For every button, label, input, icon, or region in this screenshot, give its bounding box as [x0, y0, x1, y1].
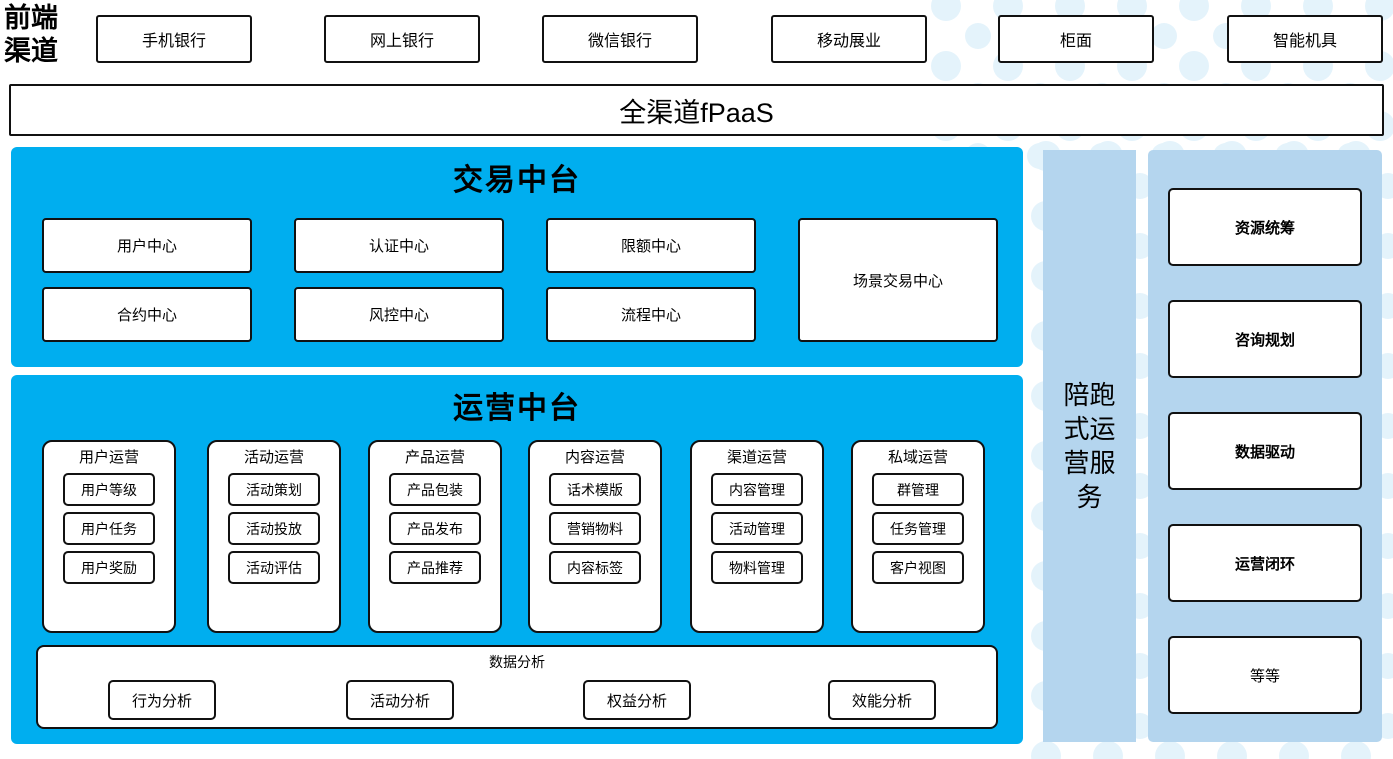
- data-analysis-section: 数据分析 行为分析 活动分析 权益分析 效能分析: [36, 645, 998, 729]
- ops-item-6-2[interactable]: 任务管理: [872, 512, 964, 545]
- capability-box-1[interactable]: 资源统筹: [1168, 188, 1362, 266]
- data-analysis-item-3[interactable]: 权益分析: [583, 680, 691, 720]
- ops-column-title: 渠道运营: [726, 449, 787, 466]
- ops-item-2-2[interactable]: 活动投放: [228, 512, 320, 545]
- ops-item-2-1[interactable]: 活动策划: [228, 473, 320, 506]
- channel-box-4[interactable]: 移动展业: [771, 15, 927, 63]
- channel-box-2[interactable]: 网上银行: [324, 15, 480, 63]
- ops-item-1-2[interactable]: 用户任务: [63, 512, 155, 545]
- channel-label-line1: 前端: [4, 3, 58, 33]
- ops-item-1-3[interactable]: 用户奖励: [63, 551, 155, 584]
- trade-platform-title: 交易中台: [453, 164, 581, 197]
- ops-column-2: 活动运营活动策划活动投放活动评估: [207, 440, 341, 633]
- ops-item-2-3[interactable]: 活动评估: [228, 551, 320, 584]
- data-analysis-item-2[interactable]: 活动分析: [346, 680, 454, 720]
- capability-column: 资源统筹咨询规划数据驱动运营闭环等等: [1148, 150, 1382, 742]
- data-analysis-item-1[interactable]: 行为分析: [108, 680, 216, 720]
- capability-box-5[interactable]: 等等: [1168, 636, 1362, 714]
- trade-center-box-3[interactable]: 限额中心: [546, 218, 756, 273]
- channel-box-3[interactable]: 微信银行: [542, 15, 698, 63]
- trade-center-box-4[interactable]: 合约中心: [42, 287, 252, 342]
- ops-item-1-1[interactable]: 用户等级: [63, 473, 155, 506]
- ops-column-title: 活动运营: [243, 449, 304, 466]
- ops-item-3-1[interactable]: 产品包装: [389, 473, 481, 506]
- channel-box-6[interactable]: 智能机具: [1227, 15, 1383, 63]
- trade-middle-platform-panel: 交易中台 用户中心认证中心限额中心合约中心风控中心流程中心场景交易中心: [11, 147, 1023, 367]
- ops-item-4-2[interactable]: 营销物料: [549, 512, 641, 545]
- ops-column-3: 产品运营产品包装产品发布产品推荐: [368, 440, 502, 633]
- ops-item-6-1[interactable]: 群管理: [872, 473, 964, 506]
- ops-column-6: 私域运营群管理任务管理客户视图: [851, 440, 985, 633]
- ops-item-5-1[interactable]: 内容管理: [711, 473, 803, 506]
- capability-box-2[interactable]: 咨询规划: [1168, 300, 1362, 378]
- frontend-channel-row: 前端 渠道 手机银行 网上银行 微信银行 移动展业 柜面 智能机具: [0, 0, 1393, 78]
- trade-center-box-7[interactable]: 场景交易中心: [798, 218, 998, 342]
- accompanying-operation-service-column: 陪跑式运营服务: [1043, 150, 1136, 742]
- omnichannel-fpaas-banner[interactable]: 全渠道fPaaS: [9, 84, 1384, 136]
- channel-box-1[interactable]: 手机银行: [96, 15, 252, 63]
- ops-column-4: 内容运营话术模版营销物料内容标签: [528, 440, 662, 633]
- ops-item-4-3[interactable]: 内容标签: [549, 551, 641, 584]
- ops-platform-title: 运营中台: [453, 392, 581, 425]
- ops-column-title: 产品运营: [404, 449, 465, 466]
- ops-item-4-1[interactable]: 话术模版: [549, 473, 641, 506]
- channel-box-5[interactable]: 柜面: [998, 15, 1154, 63]
- service-column-label: 陪跑式运营服务: [1063, 380, 1116, 512]
- ops-column-5: 渠道运营内容管理活动管理物料管理: [690, 440, 824, 633]
- data-analysis-title: 数据分析: [489, 654, 545, 670]
- capability-box-3[interactable]: 数据驱动: [1168, 412, 1362, 490]
- ops-item-6-3[interactable]: 客户视图: [872, 551, 964, 584]
- trade-center-box-1[interactable]: 用户中心: [42, 218, 252, 273]
- ops-column-title: 私域运营: [887, 449, 948, 466]
- ops-item-3-2[interactable]: 产品发布: [389, 512, 481, 545]
- ops-column-1: 用户运营用户等级用户任务用户奖励: [42, 440, 176, 633]
- trade-center-box-2[interactable]: 认证中心: [294, 218, 504, 273]
- channel-label-line2: 渠道: [4, 36, 58, 66]
- ops-item-5-2[interactable]: 活动管理: [711, 512, 803, 545]
- ops-item-3-3[interactable]: 产品推荐: [389, 551, 481, 584]
- ops-item-5-3[interactable]: 物料管理: [711, 551, 803, 584]
- frontend-channel-label: 前端 渠道: [4, 2, 78, 68]
- ops-column-title: 内容运营: [564, 449, 625, 466]
- ops-column-title: 用户运营: [78, 449, 139, 466]
- trade-center-box-6[interactable]: 流程中心: [546, 287, 756, 342]
- trade-center-box-5[interactable]: 风控中心: [294, 287, 504, 342]
- data-analysis-item-4[interactable]: 效能分析: [828, 680, 936, 720]
- capability-box-4[interactable]: 运营闭环: [1168, 524, 1362, 602]
